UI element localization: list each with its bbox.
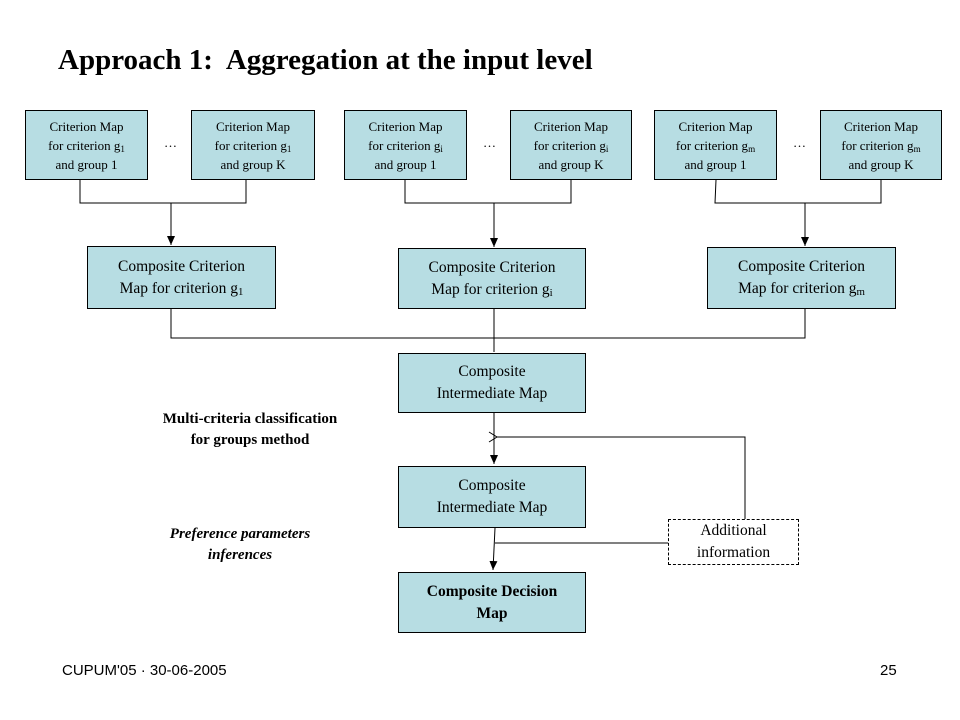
label-line: inferences [207, 547, 273, 563]
box-line: for criterion g [214, 137, 287, 153]
ellipsis: … [483, 135, 496, 150]
subscript: m [856, 286, 865, 298]
footer-date: CUPUM'05 · 30-06-2005 [62, 662, 227, 679]
box-line: and group K [848, 156, 914, 172]
box-line: and group K [538, 156, 604, 172]
box-line: and group 1 [684, 156, 747, 172]
method-label: Multi-criteria classification for groups… [120, 409, 380, 451]
box-line: Composite Decision [426, 582, 558, 600]
criterion-map-gi-group1: Criterion Map for criterion gi and group… [344, 110, 467, 180]
box-line: Composite [458, 363, 526, 380]
box-line: and group 1 [374, 156, 437, 172]
box-line: information [696, 544, 771, 561]
subscript: m [748, 143, 756, 154]
box-line: and group 1 [55, 156, 118, 172]
label-line: Multi-criteria classification [162, 411, 338, 427]
box-line: Criterion Map [843, 118, 918, 134]
box-line: Composite Criterion [737, 258, 865, 275]
label-line: for groups method [190, 432, 310, 448]
criterion-map-gm-groupK: Criterion Map for criterion gm and group… [820, 110, 942, 180]
box-line: Criterion Map [215, 118, 290, 134]
box-line: Intermediate Map [436, 385, 548, 402]
subscript: 1 [286, 143, 292, 154]
subscript: i [549, 286, 553, 299]
subscript: 1 [237, 285, 244, 298]
preference-label: Preference parameters inferences [110, 524, 370, 566]
ellipsis: … [793, 135, 806, 150]
box-line: for criterion g [533, 137, 606, 153]
box-line: and group K [220, 156, 286, 172]
additional-information-box: Additional information [668, 519, 799, 565]
box-line: Composite Criterion [117, 257, 245, 275]
box-line: Criterion Map [533, 118, 608, 134]
subscript: m [913, 143, 921, 154]
box-line: Composite Criterion [428, 258, 556, 276]
box-line: Intermediate Map [436, 499, 548, 516]
slide-number: 25 [880, 662, 897, 679]
composite-criterion-map-gm: Composite Criterion Map for criterion gm [707, 247, 896, 309]
box-line: Criterion Map [678, 118, 753, 134]
criterion-map-gm-group1: Criterion Map for criterion gm and group… [654, 110, 777, 180]
composite-criterion-map-gi: Composite Criterion Map for criterion gi [398, 248, 586, 309]
subscript: 1 [120, 143, 125, 154]
composite-decision-map: Composite Decision Map [398, 572, 586, 633]
slide-title: Approach 1: Aggregation at the input lev… [58, 44, 593, 76]
box-line: Map for criterion g [738, 280, 857, 297]
box-line: for criterion g [48, 137, 121, 153]
box-line: Map for criterion g [119, 279, 238, 297]
box-line: Composite [458, 477, 526, 494]
box-line: for criterion g [841, 137, 914, 153]
ellipsis: … [164, 135, 177, 150]
box-line: Map [476, 604, 508, 622]
criterion-map-gi-groupK: Criterion Map for criterion gi and group… [510, 110, 632, 180]
composite-criterion-map-g1: Composite Criterion Map for criterion g1 [87, 246, 276, 309]
label-line: Preference parameters [169, 526, 311, 542]
box-line: Additional [700, 522, 767, 539]
box-line: for criterion g [368, 137, 441, 153]
criterion-map-g1-group1: Criterion Map for criterion g1 and group… [25, 110, 148, 180]
box-line: Criterion Map [368, 118, 443, 134]
composite-intermediate-map-2: Composite Intermediate Map [398, 466, 586, 528]
box-line: for criterion g [675, 137, 749, 153]
composite-intermediate-map-1: Composite Intermediate Map [398, 353, 586, 413]
subscript: i [440, 143, 443, 154]
subscript: i [605, 143, 609, 154]
box-line: Map for criterion g [431, 280, 550, 298]
criterion-map-g1-groupK: Criterion Map for criterion g1 and group… [191, 110, 315, 180]
box-line: Criterion Map [49, 118, 124, 134]
